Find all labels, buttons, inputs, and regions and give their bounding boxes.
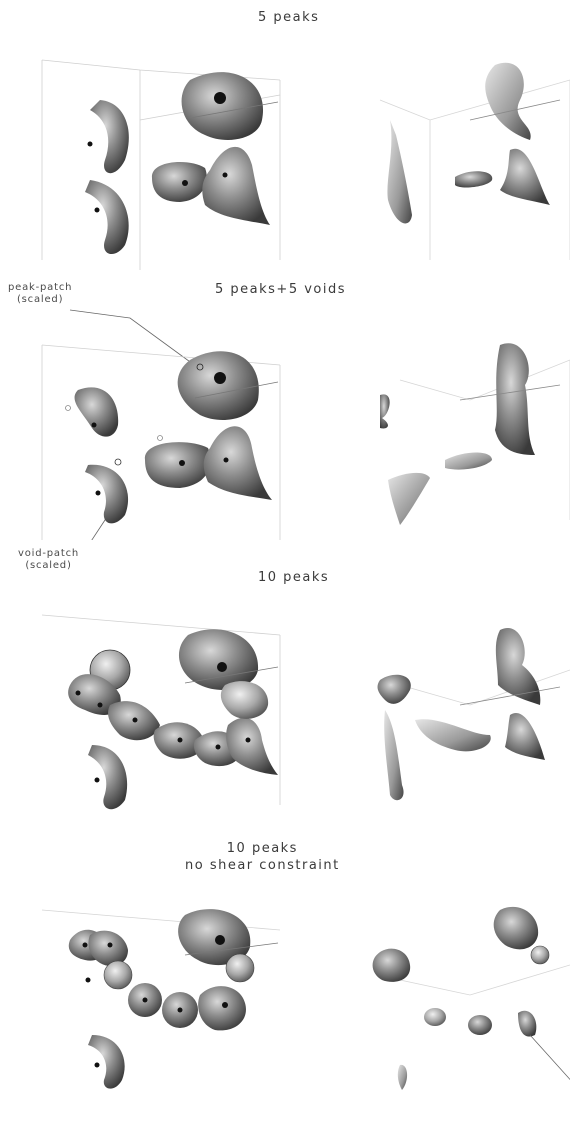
peak-blob	[145, 442, 211, 488]
peak-blob	[495, 343, 535, 455]
peak-blob	[500, 149, 550, 205]
peak-blob	[226, 954, 254, 982]
void-sheet	[378, 675, 411, 704]
peak-blob	[494, 907, 538, 949]
annotation-peak-patch-line1: peak-patch	[8, 282, 72, 294]
void-sheet	[445, 453, 492, 470]
peak-blob	[505, 713, 545, 760]
peak-blob	[202, 147, 270, 225]
peak-blob	[373, 949, 411, 982]
void-sheet	[387, 120, 412, 223]
peak-blob	[455, 171, 492, 187]
panel-5-peaks	[30, 40, 570, 280]
peak-blob	[179, 629, 258, 690]
peak-blob	[85, 465, 128, 524]
void-sheet	[388, 473, 430, 525]
panel-10-peaks-no-shear	[30, 885, 570, 1125]
peak-blob	[226, 718, 278, 775]
void-sheet	[398, 1065, 407, 1090]
panel-title-5-peaks: 5 peaks	[258, 10, 319, 25]
annotation-void-patch-line1: void-patch	[18, 548, 79, 560]
peak-blob	[178, 351, 259, 420]
panel-title-10-peaks-no-shear: 10 peaks no shear constraint	[185, 840, 340, 874]
annotation-void-patch: void-patch (scaled)	[18, 548, 79, 572]
void-sheet	[380, 394, 390, 428]
peak-blob	[531, 946, 549, 964]
peak-blob	[90, 100, 129, 173]
peak-blob	[485, 63, 530, 140]
peak-blob	[221, 681, 268, 719]
panel-title-5-peaks-5-voids: 5 peaks+5 voids	[215, 282, 346, 297]
peak-blob	[182, 72, 263, 140]
void-sheet	[415, 719, 491, 751]
panel-10-peaks-no-shear-render	[30, 885, 570, 1125]
peak-blob	[424, 1008, 446, 1026]
peak-blob	[104, 961, 132, 989]
panel-10-peaks	[30, 595, 570, 835]
peak-blob	[88, 1035, 125, 1089]
peak-blob	[88, 931, 128, 966]
panel-5-peaks-5-voids-render	[30, 300, 570, 540]
peak-blob	[88, 745, 127, 809]
panel-title-10-peaks-no-shear-line2: no shear constraint	[185, 857, 340, 874]
peak-blob	[152, 162, 207, 202]
peak-blob	[468, 1015, 492, 1035]
panel-title-10-peaks: 10 peaks	[258, 570, 329, 585]
peak-blob	[204, 426, 272, 500]
annotation-void-patch-line2: (scaled)	[18, 560, 79, 572]
void-sheet	[384, 710, 403, 800]
panel-10-peaks-render	[30, 595, 570, 835]
panel-5-peaks-5-voids	[30, 300, 570, 540]
peak-blob	[85, 180, 129, 254]
panel-title-10-peaks-no-shear-line1: 10 peaks	[185, 840, 340, 857]
peak-blob	[518, 1011, 536, 1037]
panel-5-peaks-render	[30, 40, 570, 280]
peak-blob	[75, 387, 119, 436]
peak-blob	[198, 986, 246, 1030]
